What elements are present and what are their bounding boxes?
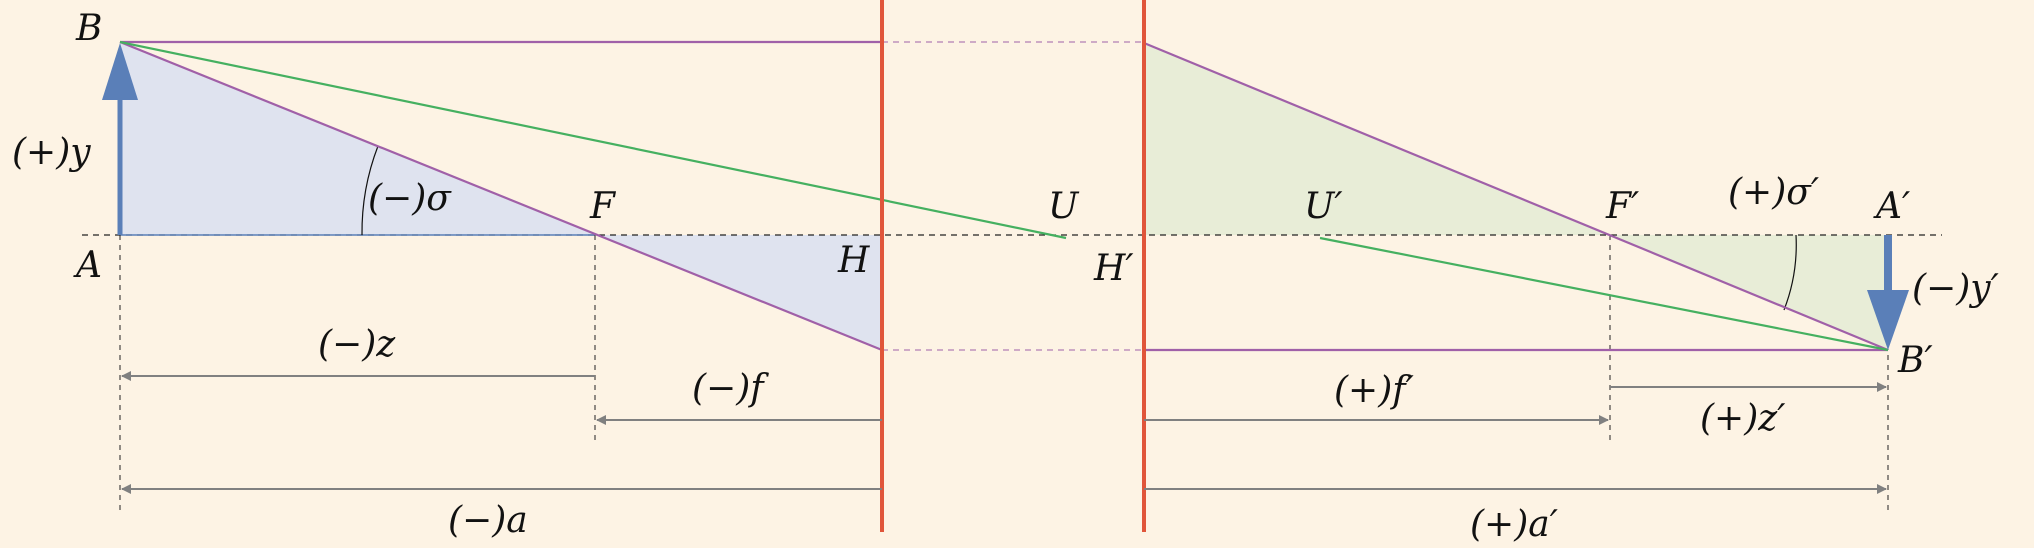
label-F: F (589, 186, 617, 227)
label-y: (+)y (12, 132, 91, 173)
label-a-prime: (+)a′ (1470, 504, 1558, 545)
label-B: B (75, 8, 102, 49)
label-A-prime: A′ (1873, 186, 1910, 227)
label-f-prime: (+)f′ (1334, 370, 1414, 411)
label-H-prime: H′ (1093, 248, 1134, 289)
label-sigma: (−)σ (368, 178, 452, 219)
label-z-prime: (+)z′ (1700, 398, 1785, 439)
angle-arc-sigma (361, 145, 379, 236)
ray-nodal-object (119, 40, 1067, 240)
object-arrow (102, 43, 138, 235)
ray-focal-image (1143, 41, 1889, 352)
label-A: A (73, 245, 102, 286)
label-U: U (1048, 186, 1080, 227)
angle-arc-sigma-prime (1783, 234, 1797, 311)
ray-nodal-image (1319, 236, 1889, 352)
label-y-prime: (−)y′ (1912, 268, 1999, 309)
label-f: (−)f (692, 368, 769, 409)
label-z: (−)z (318, 324, 396, 365)
label-sigma-prime: (+)σ′ (1728, 172, 1819, 213)
label-U-prime: U′ (1304, 186, 1343, 227)
label-B-prime: B′ (1897, 340, 1933, 381)
label-F-prime: F′ (1605, 186, 1639, 227)
label-H: H (837, 240, 870, 281)
image-arrow (1867, 235, 1909, 350)
ray-focal-object (119, 40, 883, 352)
label-a: (−)a (448, 500, 528, 541)
